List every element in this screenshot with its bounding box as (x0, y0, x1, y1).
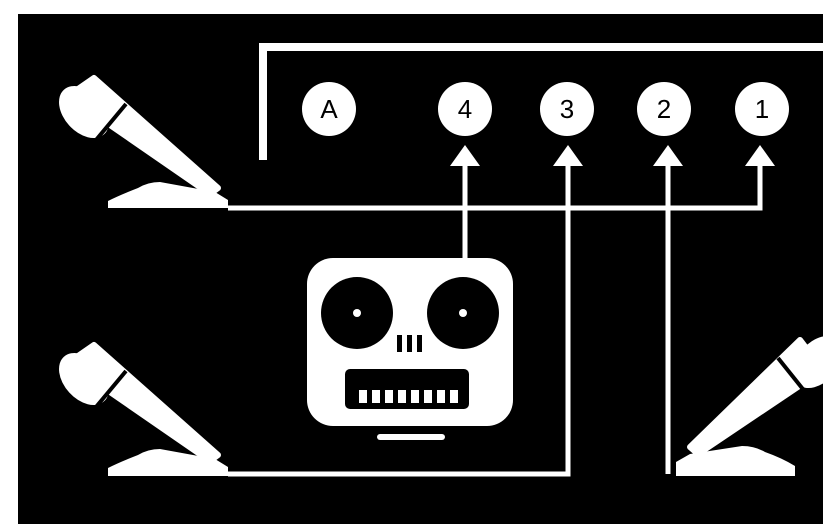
input-node-A: A (302, 82, 356, 136)
microphone-bottom-left (59, 342, 228, 476)
microphone-top-left (59, 75, 228, 208)
microphone-icon (59, 342, 228, 476)
line-mic-top-left-to-input-1 (228, 160, 763, 211)
arrow-to-input-1 (745, 145, 775, 166)
arrow-to-input-2 (653, 145, 683, 166)
line-mic-bottom-left-to-input-3 (228, 160, 571, 477)
input-node-2: 2 (637, 82, 691, 136)
microphone-bottom-right (676, 335, 823, 476)
arrowheads (450, 145, 775, 166)
signal-lines (228, 160, 763, 477)
input-node-1: 1 (735, 82, 789, 136)
arrow-to-input-4 (450, 145, 480, 166)
tape-recorder (307, 258, 513, 440)
microphone-icon (59, 75, 228, 208)
input-panel-outline (259, 43, 823, 160)
input-label-3: 3 (560, 94, 574, 124)
input-label-1: 1 (755, 94, 769, 124)
arrow-to-input-3 (553, 145, 583, 166)
microphone-icon (676, 335, 823, 476)
input-node-3: 3 (540, 82, 594, 136)
input-label-A: A (320, 94, 338, 124)
input-node-4: 4 (438, 82, 492, 136)
input-label-4: 4 (458, 94, 472, 124)
control-buttons (359, 390, 458, 403)
reel-to-reel-tape-recorder-icon (307, 258, 513, 440)
input-label-2: 2 (657, 94, 671, 124)
